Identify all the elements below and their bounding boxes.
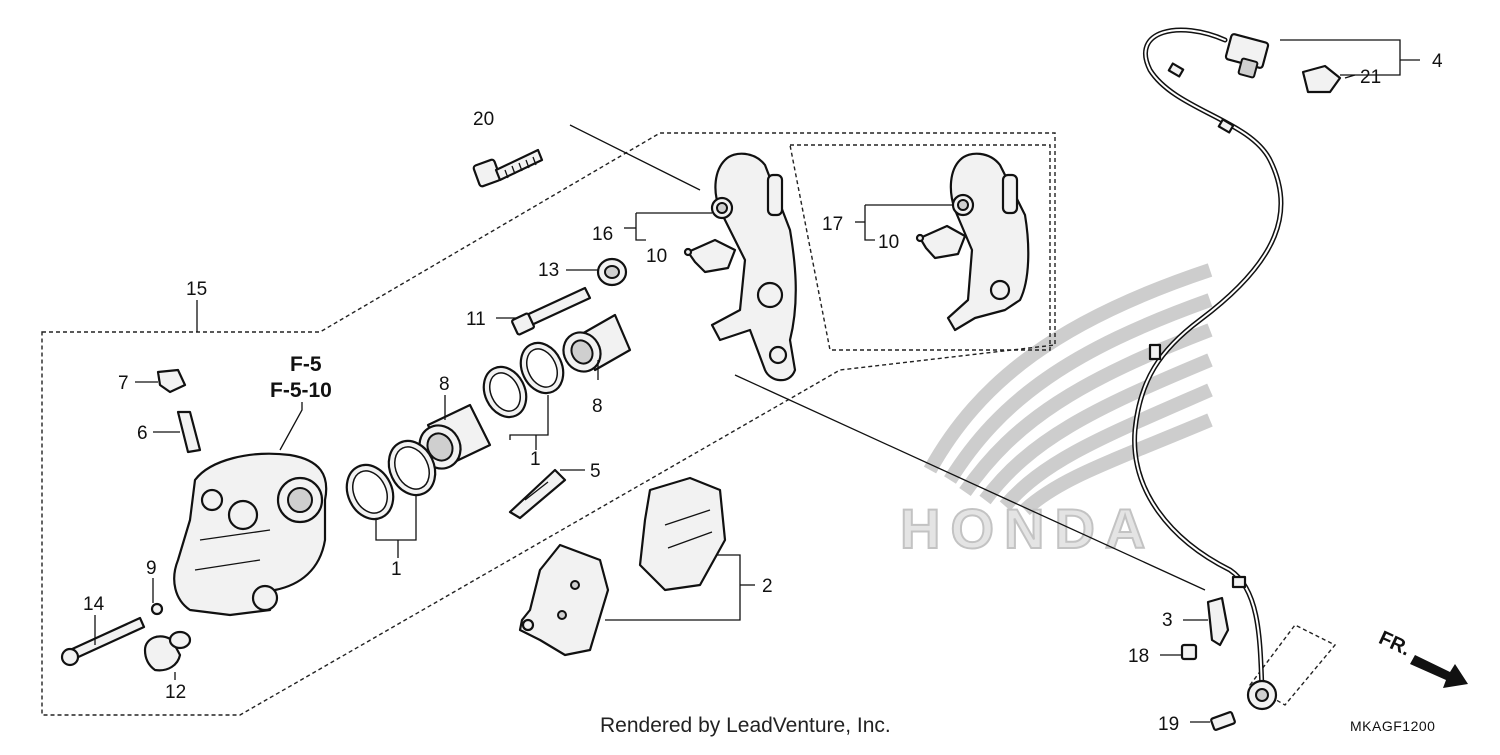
honda-watermark-text: HONDA — [900, 497, 1155, 560]
callout-17: 17 — [822, 214, 843, 235]
piston-seal-1a[interactable] — [338, 433, 444, 526]
callout-14: 14 — [83, 594, 105, 615]
bolt-20-leader — [569, 124, 701, 191]
piston-8a[interactable] — [412, 403, 492, 476]
boot-13[interactable] — [596, 257, 628, 287]
callout-7: 7 — [118, 373, 129, 394]
shim-5[interactable] — [508, 468, 567, 520]
forward-direction-indicator: FR. — [1375, 627, 1468, 688]
bracket-17[interactable] — [946, 152, 1030, 332]
bracket-17-boundary — [789, 144, 1051, 351]
callout-16: 16 — [592, 224, 613, 245]
callout-20: 20 — [473, 109, 494, 130]
bracket-16[interactable] — [710, 152, 797, 382]
callout-5: 5 — [590, 461, 601, 482]
bleeder-cap-7[interactable] — [156, 368, 187, 394]
callout-2: 2 — [762, 576, 773, 597]
brake-pad-2[interactable] — [518, 476, 727, 657]
leader-lines — [94, 39, 1420, 723]
clip-21[interactable] — [1301, 64, 1342, 94]
pad-spring-clip-10b[interactable] — [915, 224, 967, 260]
callout-1a: 1 — [391, 559, 402, 580]
render-credit: Rendered by LeadVenture, Inc. — [600, 714, 891, 737]
reference-f5-10: F-5-10 — [270, 379, 332, 402]
callout-18: 18 — [1128, 646, 1149, 667]
bolt-18[interactable] — [1180, 643, 1198, 661]
callout-15: 15 — [186, 279, 207, 300]
callout-21: 21 — [1360, 67, 1381, 88]
callout-10a: 10 — [646, 246, 667, 267]
bolt-20[interactable] — [472, 148, 544, 188]
callout-6: 6 — [137, 423, 148, 444]
callout-12: 12 — [165, 682, 186, 703]
callout-labels: 1 1 2 3 4 5 6 7 8 8 9 10 10 11 12 13 14 … — [83, 51, 1443, 735]
callout-13: 13 — [538, 260, 559, 281]
callout-8b: 8 — [592, 396, 603, 417]
sensor-stay-3[interactable] — [1206, 596, 1230, 647]
abs-sensor-harness-4[interactable] — [1132, 27, 1284, 711]
reference-f5: F-5 — [290, 353, 322, 376]
forward-arrow-icon — [1410, 655, 1468, 688]
pin-plug-12[interactable] — [143, 630, 192, 672]
direction-label: FR. — [1375, 627, 1413, 661]
bolt-19[interactable] — [1210, 711, 1236, 731]
callout-3: 3 — [1162, 610, 1173, 631]
callout-9: 9 — [146, 558, 157, 579]
pin-bolt-14[interactable] — [60, 616, 146, 667]
callout-8a: 8 — [439, 374, 450, 395]
piston-8b[interactable] — [556, 313, 632, 378]
bleeder-valve-6[interactable] — [176, 410, 202, 454]
callout-10b: 10 — [878, 232, 899, 253]
callout-1b: 1 — [530, 449, 541, 470]
caliper-assembly-boundary — [41, 132, 1056, 716]
piston-seal-1b[interactable] — [476, 336, 571, 424]
caliper-body-15[interactable] — [173, 452, 328, 617]
callout-11: 11 — [466, 309, 486, 330]
pad-spring-clip-10a[interactable] — [683, 238, 737, 274]
slide-pin-11[interactable] — [511, 286, 592, 336]
callout-19: 19 — [1158, 714, 1179, 735]
callout-4: 4 — [1432, 51, 1443, 72]
diagram-code: MKAGF1200 — [1350, 718, 1435, 734]
plug-9[interactable] — [150, 602, 164, 616]
bracket-leader — [734, 374, 1206, 591]
